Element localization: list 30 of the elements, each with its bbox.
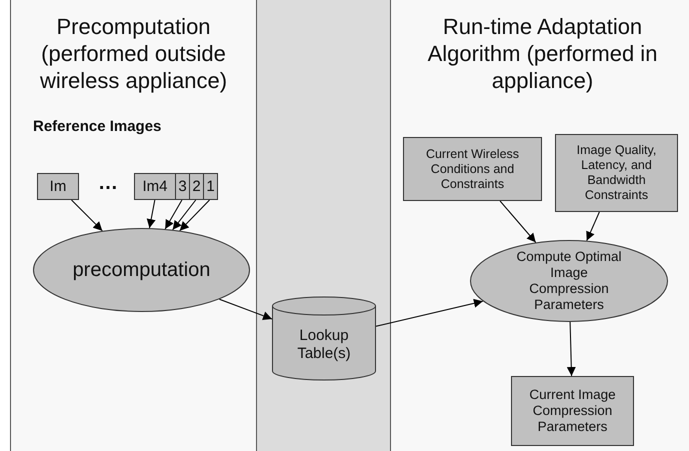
process-box: 1 xyxy=(203,173,218,200)
process-box: Current Image Compression Parameters xyxy=(511,376,634,446)
arrow xyxy=(146,200,156,229)
process-box: Im4 xyxy=(134,173,176,200)
arrow xyxy=(179,200,210,232)
node-label: Lookup Table(s) xyxy=(296,326,352,362)
ellipsis-label: … xyxy=(98,172,118,195)
process-ellipse xyxy=(33,228,250,312)
panel xyxy=(390,0,689,451)
arrow xyxy=(586,212,600,242)
database-cylinder xyxy=(272,297,376,380)
arrow xyxy=(71,200,103,232)
process-box: 2 xyxy=(189,173,204,200)
arrow xyxy=(500,200,536,243)
arrow xyxy=(172,200,196,230)
arrow xyxy=(218,298,272,320)
node-label: precomputation xyxy=(72,258,210,282)
arrow xyxy=(376,298,484,327)
panel-title: Run-time Adaptation Algorithm (performed in appliance) xyxy=(426,13,658,94)
node-label: Compute Optimal Image Compression Parameters xyxy=(515,248,623,314)
process-box: Image Quality, Latency, and Bandwidth Constraints xyxy=(555,134,678,212)
group-label: Reference Images xyxy=(33,118,162,135)
process-box: 3 xyxy=(175,173,190,200)
arrow xyxy=(566,322,576,376)
panel-title: Precomputation (performed outside wireless appliance) xyxy=(38,13,228,94)
process-box: Current Wireless Conditions and Constraints xyxy=(403,137,542,201)
arrow xyxy=(164,200,182,230)
panel xyxy=(10,0,257,451)
process-ellipse xyxy=(470,240,668,322)
process-box: Im xyxy=(37,173,79,200)
